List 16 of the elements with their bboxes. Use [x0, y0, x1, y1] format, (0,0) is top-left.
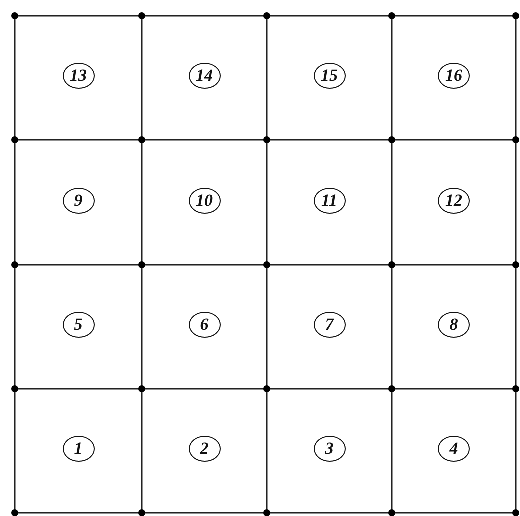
element-number: 15	[314, 63, 346, 89]
element-number: 6	[188, 312, 220, 338]
element-number: 9	[62, 188, 94, 214]
element-number: 8	[438, 312, 470, 338]
element-number: 10	[188, 188, 220, 214]
element-number: 14	[188, 63, 220, 89]
element-number: 3	[314, 436, 346, 462]
element-number: 2	[188, 436, 220, 462]
element-number: 1	[62, 436, 94, 462]
element-number: 11	[314, 188, 346, 214]
element-number: 12	[438, 188, 470, 214]
element-number: 7	[314, 312, 346, 338]
element-number: 5	[62, 312, 94, 338]
element-number: 13	[62, 63, 94, 89]
element-number: 16	[438, 63, 470, 89]
element-number: 4	[438, 436, 470, 462]
